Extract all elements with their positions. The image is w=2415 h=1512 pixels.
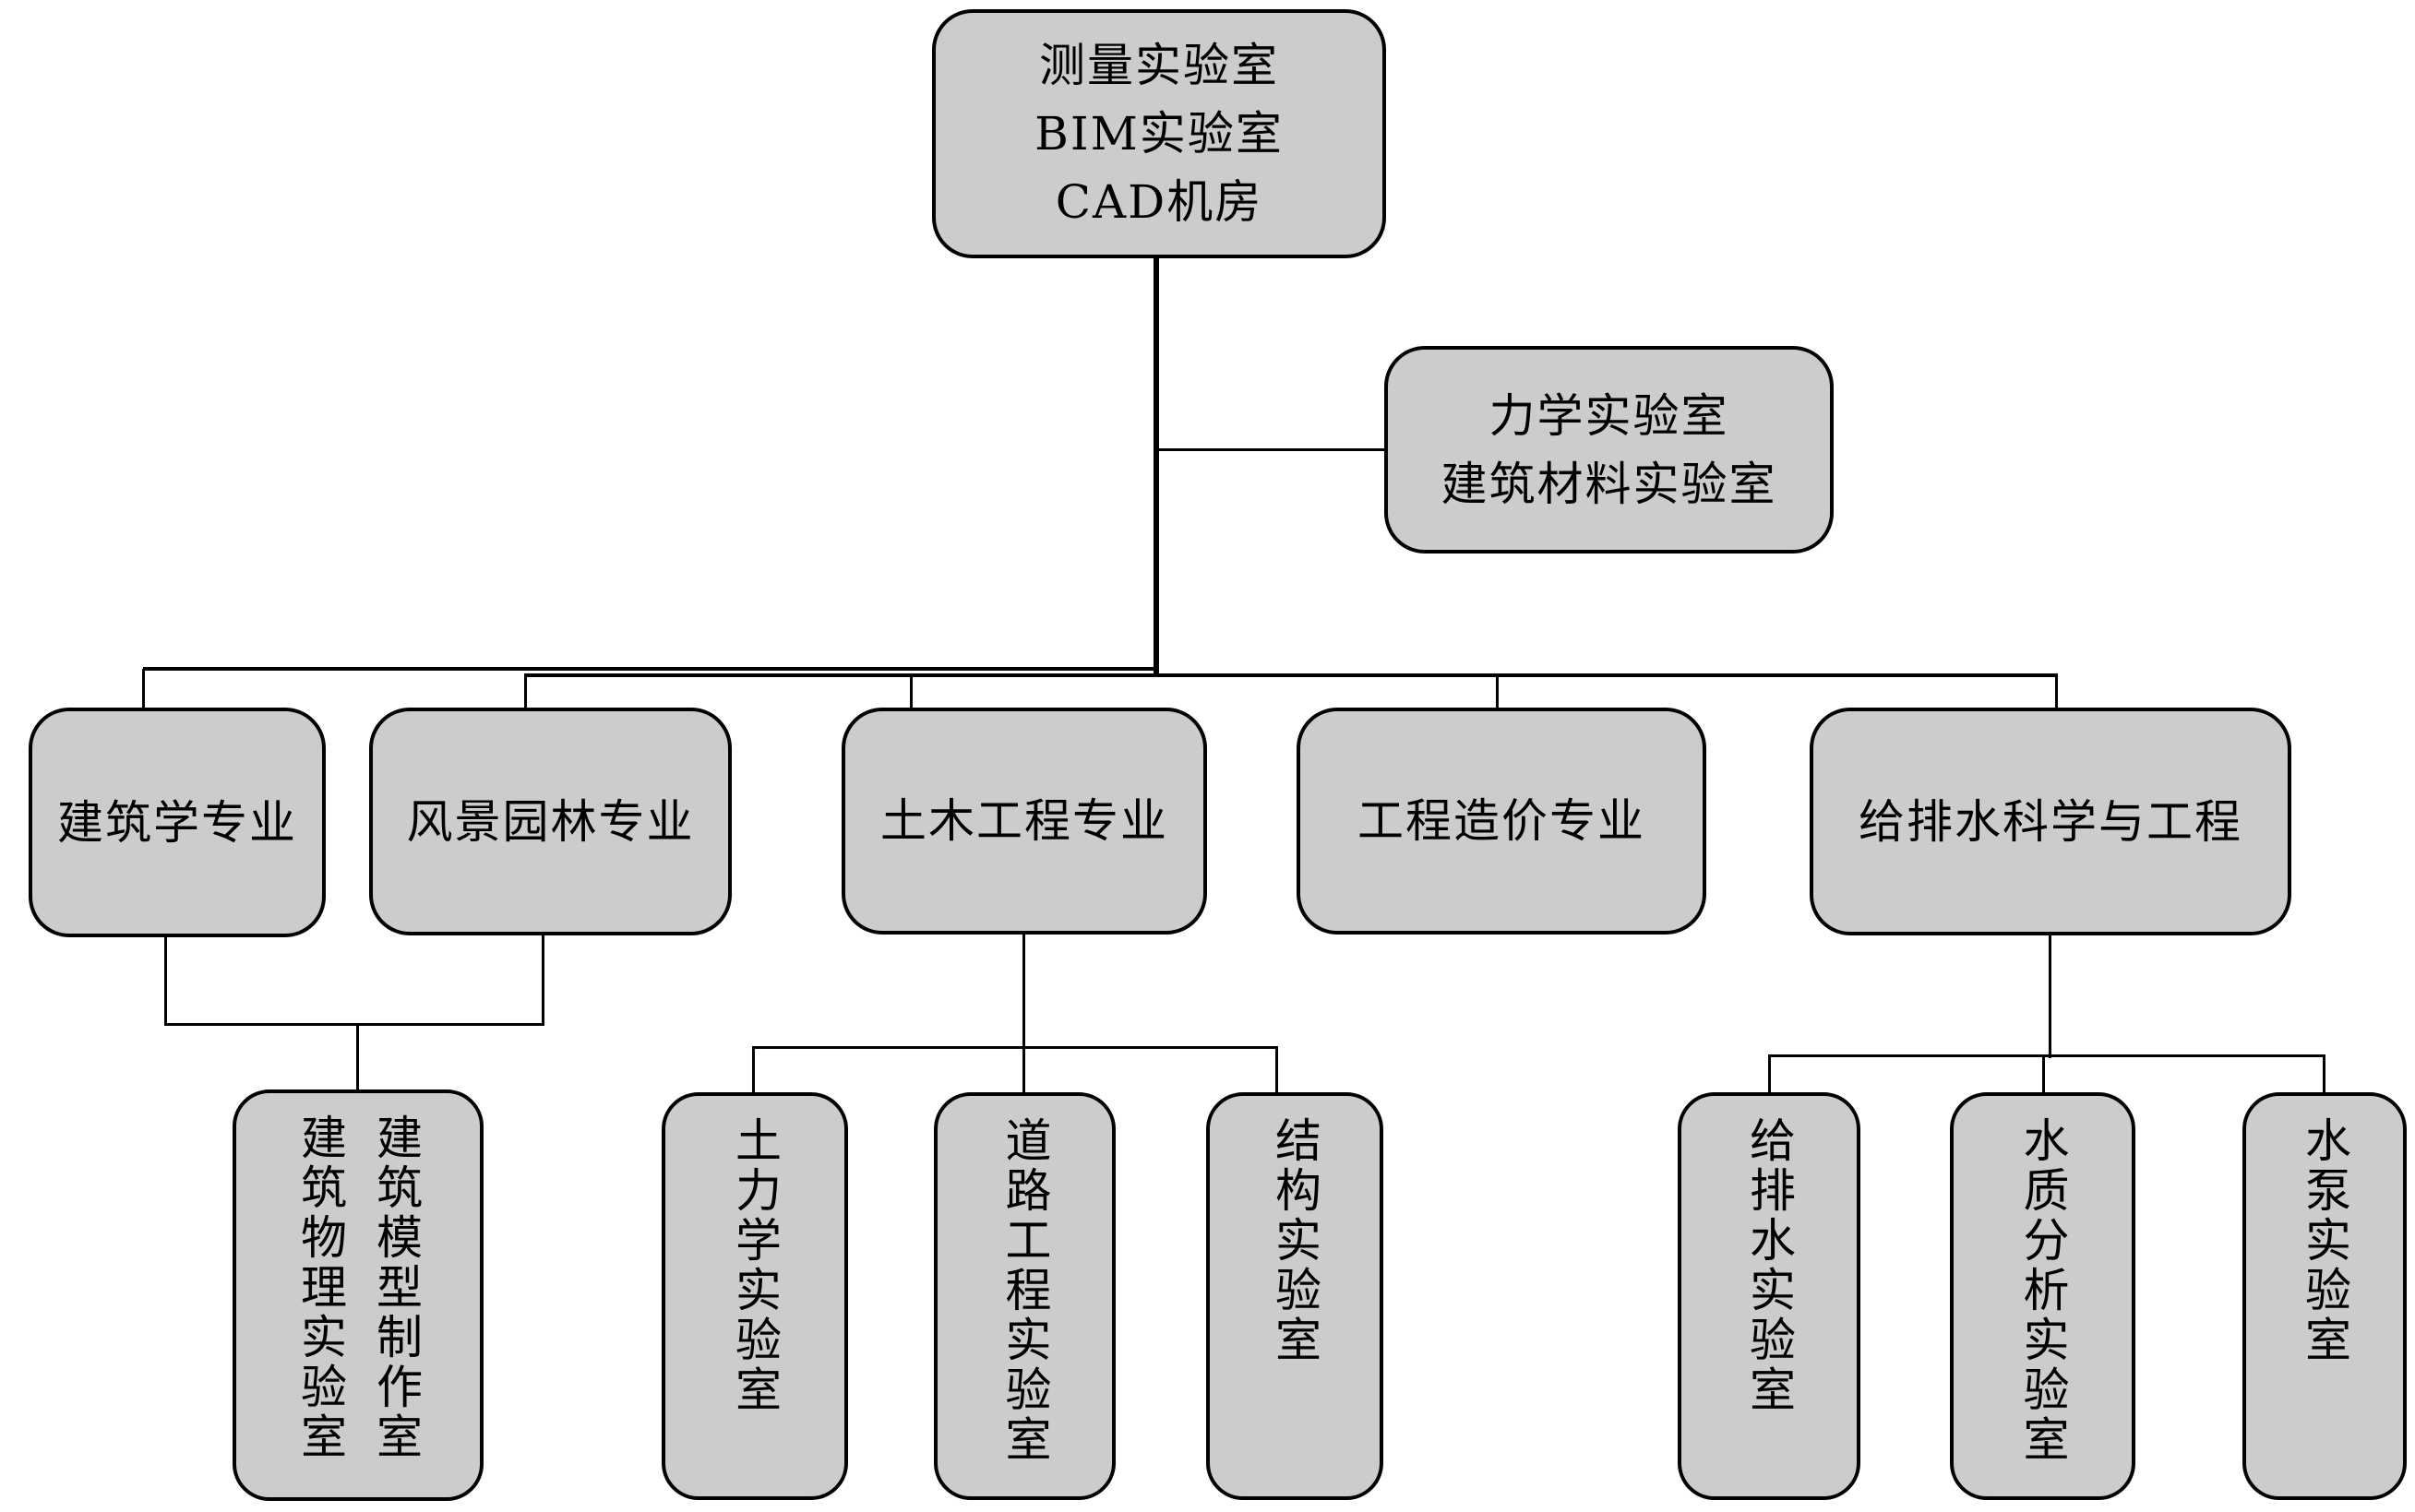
major-label: 风景园林专业 xyxy=(406,794,695,849)
leaf-label: 水泵实验室 xyxy=(2298,1116,2351,1365)
node-leaf-soil-mechanics: 土力学实验室 xyxy=(662,1092,848,1500)
node-leaf-structures: 结构实验室 xyxy=(1206,1092,1383,1500)
connector-drop-civil xyxy=(910,675,913,709)
node-side-label: 力学实验室 建筑材料实验室 xyxy=(1441,388,1777,511)
leaf-column-model-workshop: 建筑模型制作室 xyxy=(369,1113,423,1462)
connector-civil-down xyxy=(1022,932,1025,1093)
node-mechanics-materials-labs: 力学实验室 建筑材料实验室 xyxy=(1384,346,1834,554)
node-major-architecture: 建筑学专业 xyxy=(29,708,326,937)
connector-root-trunk xyxy=(1154,256,1159,677)
node-leaf-water-quality: 水质分析实验室 xyxy=(1950,1092,2135,1500)
connector-drop-water xyxy=(2055,675,2058,709)
node-major-civil: 土木工程专业 xyxy=(842,708,1207,935)
connector-bus-main xyxy=(524,673,2058,677)
major-label: 给排水科学与工程 xyxy=(1859,794,2242,849)
node-major-cost: 工程造价专业 xyxy=(1297,708,1706,935)
leaf-label: 水质分析实验室 xyxy=(2015,1116,2070,1465)
connector-drop-landscape xyxy=(524,675,527,709)
major-label: 建筑学专业 xyxy=(57,795,297,850)
connector-architecture-down xyxy=(164,935,167,1026)
connector-water-drop-1 xyxy=(1768,1054,1771,1095)
connector-water-down xyxy=(2049,934,2051,1058)
connector-shared-drop xyxy=(356,1024,359,1091)
node-major-landscape: 风景园林专业 xyxy=(369,708,732,935)
leaf-columns: 建筑模型制作室 建筑物理实验室 xyxy=(293,1113,424,1462)
node-leaf-architecture-shared: 建筑模型制作室 建筑物理实验室 xyxy=(233,1089,484,1501)
connector-civil-drop-3 xyxy=(1275,1046,1278,1094)
leaf-label: 道路工程实验室 xyxy=(998,1116,1052,1465)
node-leaf-water-pump: 水泵实验室 xyxy=(2242,1092,2407,1500)
connector-bus-left-upper xyxy=(143,667,1158,671)
connector-landscape-down xyxy=(542,935,544,1026)
node-major-water: 给排水科学与工程 xyxy=(1810,708,2291,935)
connector-water-drop-3 xyxy=(2323,1054,2325,1095)
connector-civil-join xyxy=(752,1046,1278,1049)
node-leaf-road-engineering: 道路工程实验室 xyxy=(934,1092,1116,1500)
connector-drop-cost xyxy=(1496,675,1499,709)
leaf-column-physics-lab: 建筑物理实验室 xyxy=(293,1113,347,1462)
connector-water-join xyxy=(1768,1054,2325,1057)
major-label: 土木工程专业 xyxy=(880,794,1168,848)
node-leaf-water-supply-drainage: 给排水实验室 xyxy=(1678,1092,1860,1500)
connector-shared-join xyxy=(164,1023,544,1026)
connector-water-drop-2 xyxy=(2042,1054,2045,1095)
leaf-label: 结构实验室 xyxy=(1268,1116,1321,1365)
leaf-label: 土力学实验室 xyxy=(728,1116,782,1415)
connector-side xyxy=(1156,448,1387,451)
node-root-label: 测量实验室 BIM实验室 CAD机房 xyxy=(1034,39,1284,229)
node-root-labs: 测量实验室 BIM实验室 CAD机房 xyxy=(932,9,1386,258)
major-label: 工程造价专业 xyxy=(1357,794,1645,848)
connector-civil-drop-1 xyxy=(752,1046,755,1094)
connector-drop-architecture xyxy=(142,669,145,709)
leaf-label: 给排水实验室 xyxy=(1742,1116,1796,1415)
